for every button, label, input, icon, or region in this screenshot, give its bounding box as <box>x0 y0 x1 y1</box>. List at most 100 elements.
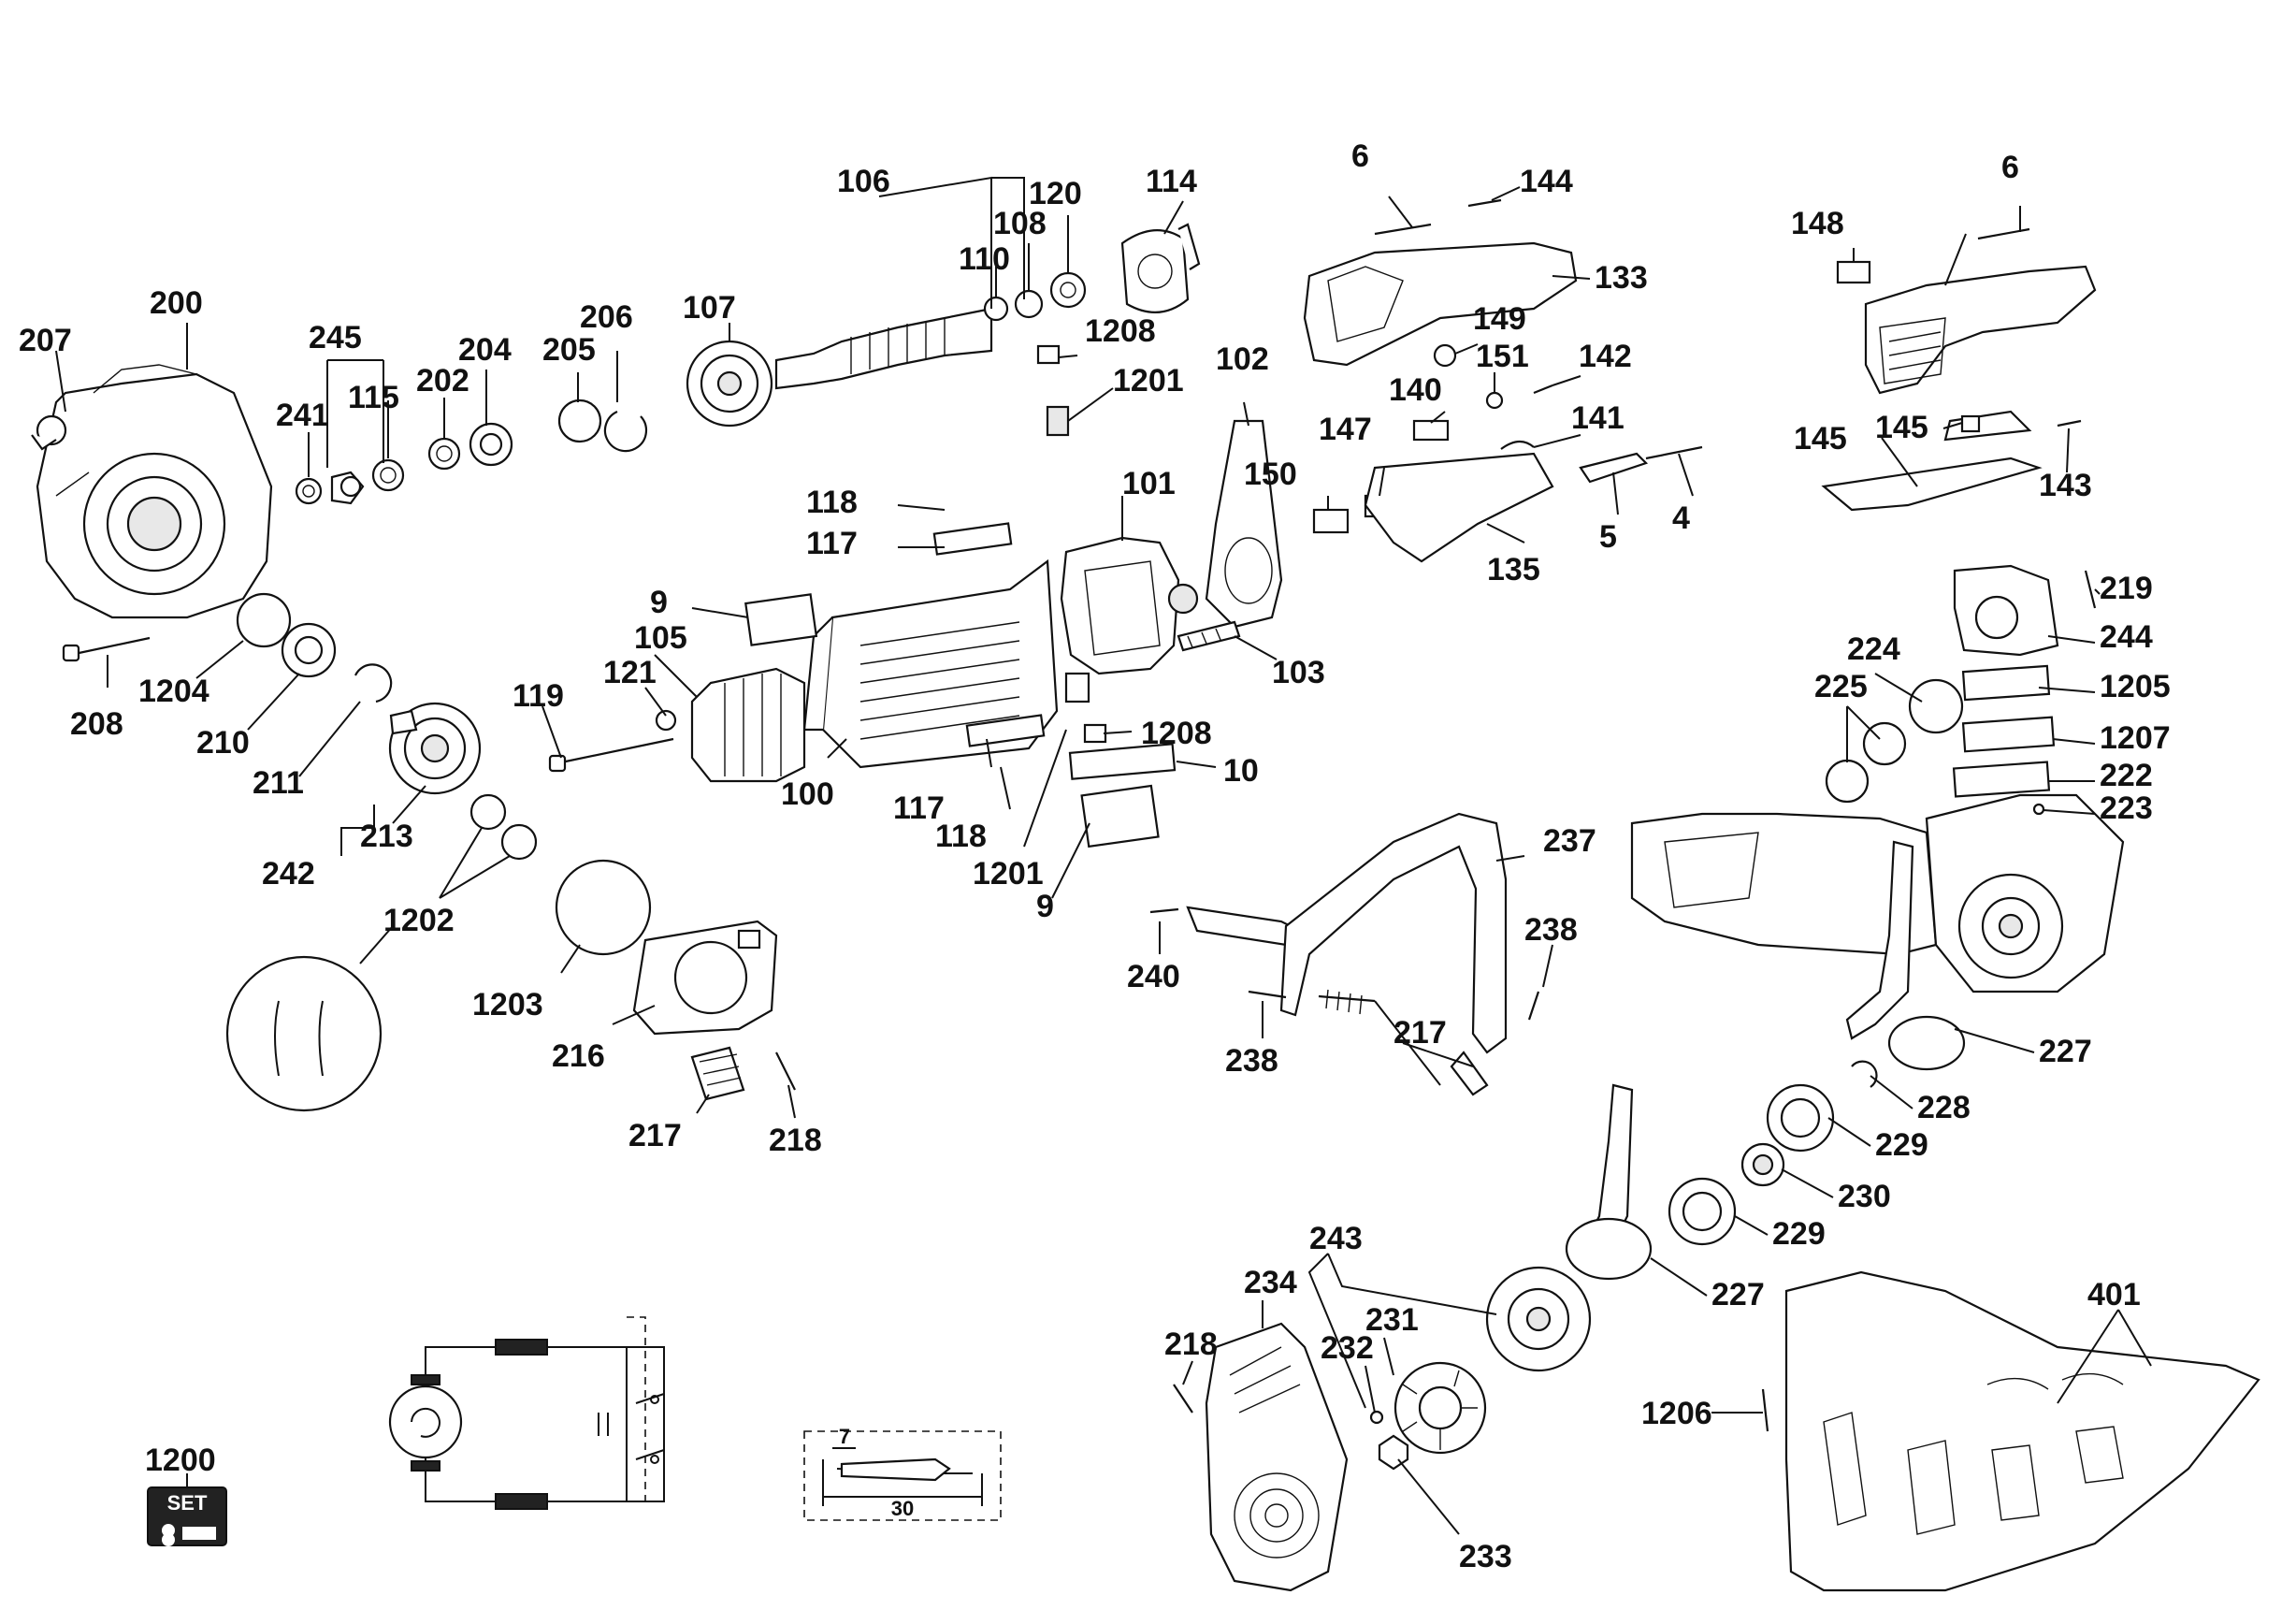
spring-141 <box>1500 440 1535 450</box>
label-225: 225 <box>1814 669 1868 704</box>
fan-231 <box>1393 1361 1487 1455</box>
label-119: 119 <box>513 678 564 714</box>
label-1208-upper: 1208 <box>1085 313 1156 349</box>
spring-103 <box>1177 620 1241 652</box>
bearing-120 <box>1049 271 1087 309</box>
handle-bar-237 <box>1186 812 1508 1054</box>
terminal-plate-10 <box>1068 743 1177 780</box>
label-231: 231 <box>1365 1302 1419 1338</box>
dimension-large-text: 30 <box>891 1497 914 1520</box>
label-242: 242 <box>262 856 315 892</box>
clip-121 <box>655 709 677 732</box>
seal-224 <box>1908 678 1964 734</box>
label-243: 243 <box>1309 1221 1363 1256</box>
label-4: 4 <box>1672 500 1690 536</box>
label-133-left: 133 <box>1595 260 1648 296</box>
label-217-center: 217 <box>1393 1015 1447 1051</box>
lock-button-148 <box>1836 260 1871 284</box>
label-218-right: 218 <box>1164 1327 1218 1362</box>
brush-holder-1201-lower <box>1064 672 1090 703</box>
detail-circle-1202 <box>225 955 383 1112</box>
label-245: 245 <box>309 320 362 355</box>
label-121: 121 <box>603 655 657 690</box>
screw-208 <box>62 636 151 662</box>
label-117-upper: 117 <box>806 526 858 561</box>
label-222: 222 <box>2100 758 2153 793</box>
label-213: 213 <box>360 819 413 854</box>
label-229-upper: 229 <box>1875 1127 1928 1163</box>
label-142: 142 <box>1579 339 1632 374</box>
brush-cover-117-upper <box>932 522 1013 556</box>
label-134: 145 <box>1794 421 1847 457</box>
brush-1208-lower <box>1083 723 1107 744</box>
label-200: 200 <box>150 285 203 321</box>
blade-guard-401 <box>1784 1270 2260 1592</box>
spindle-213 <box>388 702 482 795</box>
label-224: 224 <box>1847 631 1900 667</box>
label-5: 5 <box>1599 519 1617 555</box>
bracket-145 <box>1943 410 2032 442</box>
label-120: 120 <box>1029 176 1082 211</box>
label-223: 223 <box>2100 790 2153 826</box>
gear-housing-200 <box>36 364 273 619</box>
label-145: 145 <box>1875 410 1928 445</box>
screw-151 <box>1485 391 1504 410</box>
screw-119 <box>548 737 674 773</box>
disc-1203 <box>555 859 652 956</box>
label-148: 148 <box>1791 206 1844 241</box>
screw-218-right <box>1173 1384 1193 1414</box>
circlip-206 <box>603 410 648 453</box>
label-217-left: 217 <box>628 1118 682 1153</box>
circlip-211 <box>354 663 393 703</box>
label-117-lower: 117 <box>893 790 945 826</box>
label-1204: 1204 <box>138 674 209 709</box>
cover-135 <box>1364 452 1554 563</box>
label-118-lower: 118 <box>935 819 987 854</box>
label-10: 10 <box>1223 753 1259 789</box>
label-230: 230 <box>1838 1179 1891 1214</box>
cord-protector-5 <box>1579 452 1649 484</box>
label-229-lower: 229 <box>1772 1216 1826 1252</box>
brush-holder-1201-upper <box>1046 405 1070 437</box>
set-badge-text: SET <box>167 1491 208 1515</box>
label-401: 401 <box>2087 1277 2141 1312</box>
label-240: 240 <box>1127 959 1180 994</box>
screw-240 <box>1149 907 1179 914</box>
set-badge-1200: SET <box>147 1486 227 1546</box>
handle-133-left <box>1303 241 1578 367</box>
label-110: 110 <box>959 241 1010 277</box>
label-211: 211 <box>253 765 304 801</box>
label-1203: 1203 <box>472 987 543 1022</box>
label-107: 107 <box>683 290 736 326</box>
label-1200: 1200 <box>145 1443 216 1478</box>
label-100: 100 <box>781 776 834 812</box>
label-118-upper: 118 <box>806 485 858 520</box>
motor-block-244 <box>1953 564 2059 657</box>
handle-133-right <box>1864 265 2097 395</box>
label-241: 241 <box>276 398 329 433</box>
label-1207: 1207 <box>2100 720 2171 756</box>
label-232: 232 <box>1321 1330 1374 1366</box>
nut-233 <box>1378 1434 1409 1471</box>
bearing-204 <box>469 422 513 467</box>
circlip-205 <box>557 399 602 443</box>
label-140: 140 <box>1389 372 1442 408</box>
label-6-right: 6 <box>2001 150 2019 185</box>
label-115: 115 <box>348 380 399 415</box>
label-150: 150 <box>1244 457 1297 492</box>
label-102: 102 <box>1216 341 1269 377</box>
washer-241 <box>295 477 323 505</box>
washer-1202-b <box>500 823 538 861</box>
label-1205: 1205 <box>2100 669 2171 704</box>
switch-140 <box>1412 419 1450 442</box>
guard-134 <box>1821 457 2043 512</box>
switch-150 <box>1312 508 1350 534</box>
label-204: 204 <box>458 332 512 368</box>
dimension-box: 7 30 <box>803 1425 1002 1521</box>
brush-1208-upper <box>1036 344 1061 365</box>
wiring-schematic <box>388 1316 665 1510</box>
brush-cover-117-lower <box>965 714 1046 747</box>
label-228: 228 <box>1917 1090 1971 1125</box>
screw-238-right <box>1527 991 1540 1021</box>
